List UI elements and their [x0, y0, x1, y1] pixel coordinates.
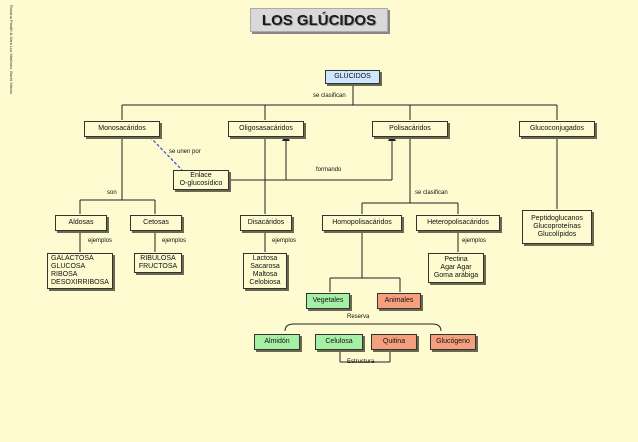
node-disacaridos-ejemplos: Lactosa Sacarosa Maltosa Celobiosa [243, 253, 287, 289]
label-se-clasifican: se clasifican [313, 93, 346, 99]
label-ejemplos-disacaridos: ejemplos [272, 238, 297, 244]
node-vegetales: Vegetales [306, 293, 350, 309]
node-cetosas-ejemplos: RIBULOSA FRUCTOSA [134, 253, 182, 273]
node-enlace-o-glucosidico: Enlace O-glucosídico [173, 170, 229, 190]
label-ejemplos-aldosas: ejemplos [88, 238, 113, 244]
node-glucoconjugados-ejemplos: Peptidoglucanos Glucoproteínas Glucolípi… [522, 210, 592, 244]
label-estructura: Estructura [347, 359, 375, 365]
node-polisacaridos: Polisacáridos [372, 121, 448, 137]
label-ejemplos-cetosas: ejemplos [162, 238, 187, 244]
node-disacaridos: Disacáridos [240, 215, 292, 231]
label-se-unen-por: se unen por [169, 149, 201, 155]
node-cetosas: Cetosas [130, 215, 182, 231]
label-son: son [107, 190, 117, 196]
node-aldosas-ejemplos: GALACTOSA GLUCOSA RIBOSA DESOXIRRIBOSA [47, 253, 113, 289]
node-almidon: Almidón [254, 334, 300, 350]
label-ejemplos-hetero: ejemplos [462, 238, 487, 244]
node-monosacaridos: Monosacáridos [84, 121, 160, 137]
node-glucoconjugados: Glucoconjugados [519, 121, 595, 137]
node-aldosas: Aldosas [55, 215, 107, 231]
author-credit: Rosana Pardiñ & Sara Luz Martínez, Bachi… [9, 5, 14, 94]
label-se-clasifican-poli: se clasifican [415, 190, 448, 196]
node-hetero-ejemplos: Pectina Agar Agar Goma arábiga [428, 253, 484, 283]
label-reserva: Reserva [347, 314, 370, 320]
page-title: LOS GLÚCIDOS [250, 8, 388, 32]
node-homopolisacaridos: Homopolisacáridos [322, 215, 402, 231]
node-celulosa: Celulosa [315, 334, 363, 350]
node-glucidos: GLÚCIDOS [325, 70, 380, 84]
node-glucogeno: Glucógeno [430, 334, 476, 350]
label-formando: formando [316, 167, 342, 173]
node-heteropolisacaridos: Heteropolisacáridos [416, 215, 500, 231]
node-oligosacaridos: Oligosasacáridos [228, 121, 304, 137]
node-animales: Animales [377, 293, 421, 309]
node-quitina: Quitina [371, 334, 417, 350]
